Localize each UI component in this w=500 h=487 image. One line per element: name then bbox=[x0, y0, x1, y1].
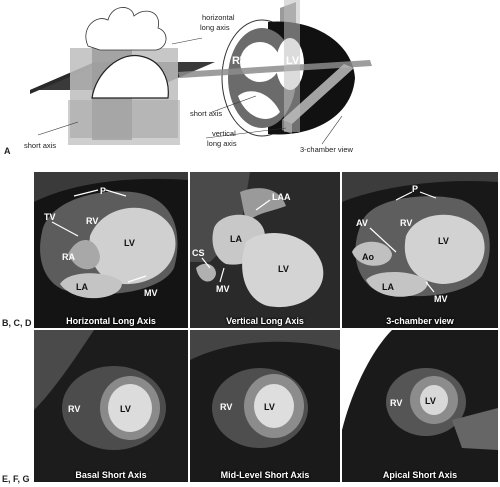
label-f-lv: LV bbox=[264, 402, 275, 412]
label-horizontal-long-axis-1: horizontal bbox=[202, 13, 235, 22]
label-three-chamber-view: 3-chamber view bbox=[300, 145, 354, 154]
label-b-lv: LV bbox=[124, 238, 135, 248]
label-c-la: LA bbox=[230, 234, 242, 244]
caption-mid-level-short-axis: Mid-Level Short Axis bbox=[220, 470, 310, 480]
label-b-p: P bbox=[100, 186, 106, 196]
label-b-rv: RV bbox=[86, 216, 98, 226]
panel-mid-level-short-axis: RV LV Mid-Level Short Axis bbox=[190, 330, 340, 482]
caption-three-chamber-view: 3-chamber view bbox=[386, 316, 454, 326]
label-d-ao: Ao bbox=[362, 252, 374, 262]
caption-vertical-long-axis: Vertical Long Axis bbox=[226, 316, 304, 326]
label-c-laa: LAA bbox=[272, 192, 291, 202]
label-b-ra: RA bbox=[62, 252, 75, 262]
panel-basal-short-axis: RV LV Basal Short Axis bbox=[34, 330, 188, 482]
label-c-mv: MV bbox=[216, 284, 230, 294]
label-b-mv: MV bbox=[144, 288, 158, 298]
label-e-rv: RV bbox=[68, 404, 80, 414]
label-e-lv: LV bbox=[120, 404, 131, 414]
panel-apical-short-axis: RV LV Apical Short Axis bbox=[342, 330, 498, 482]
right-heart-model bbox=[178, 0, 372, 137]
label-horizontal-long-axis-2: long axis bbox=[200, 23, 230, 32]
label-d-la: LA bbox=[382, 282, 394, 292]
caption-basal-short-axis: Basal Short Axis bbox=[75, 470, 147, 480]
panel-horizontal-long-axis: P TV RV RA LV LA MV Horizontal Long Axis bbox=[34, 172, 188, 328]
label-vertical-long-axis-2: long axis bbox=[207, 139, 237, 148]
panel-three-chamber-view: P AV RV Ao LV LA MV 3-chamber view bbox=[342, 172, 498, 328]
caption-horizontal-long-axis: Horizontal Long Axis bbox=[66, 316, 156, 326]
axes-diagram: horizontal long axis short axis short ax… bbox=[24, 0, 372, 154]
label-short-axis-left: short axis bbox=[24, 141, 56, 150]
label-diagram-rv: RV bbox=[232, 55, 248, 67]
label-b-tv: TV bbox=[44, 212, 56, 222]
label-g-rv: RV bbox=[390, 398, 402, 408]
label-g-lv: LV bbox=[425, 396, 436, 406]
caption-apical-short-axis: Apical Short Axis bbox=[382, 470, 458, 480]
label-vertical-long-axis-1: vertical bbox=[212, 129, 236, 138]
label-f-rv: RV bbox=[220, 402, 232, 412]
label-diagram-lv: LV bbox=[286, 55, 300, 67]
figure-letter-bcd: B, C, D bbox=[2, 318, 32, 328]
label-b-la: LA bbox=[76, 282, 88, 292]
label-d-p: P bbox=[412, 184, 418, 194]
label-d-av: AV bbox=[356, 218, 368, 228]
label-d-rv: RV bbox=[400, 218, 412, 228]
figure-letter-a: A bbox=[4, 146, 11, 156]
figure-letter-efg: E, F, G bbox=[2, 474, 30, 484]
label-d-lv: LV bbox=[438, 236, 449, 246]
leader-lines bbox=[37, 37, 343, 145]
label-short-axis-center: short axis bbox=[190, 109, 222, 118]
panel-vertical-long-axis: LAA LA CS LV MV Vertical Long Axis bbox=[190, 172, 340, 328]
label-c-lv: LV bbox=[278, 264, 289, 274]
label-d-mv: MV bbox=[434, 294, 448, 304]
label-c-cs: CS bbox=[192, 248, 205, 258]
left-heart-model bbox=[30, 7, 215, 145]
